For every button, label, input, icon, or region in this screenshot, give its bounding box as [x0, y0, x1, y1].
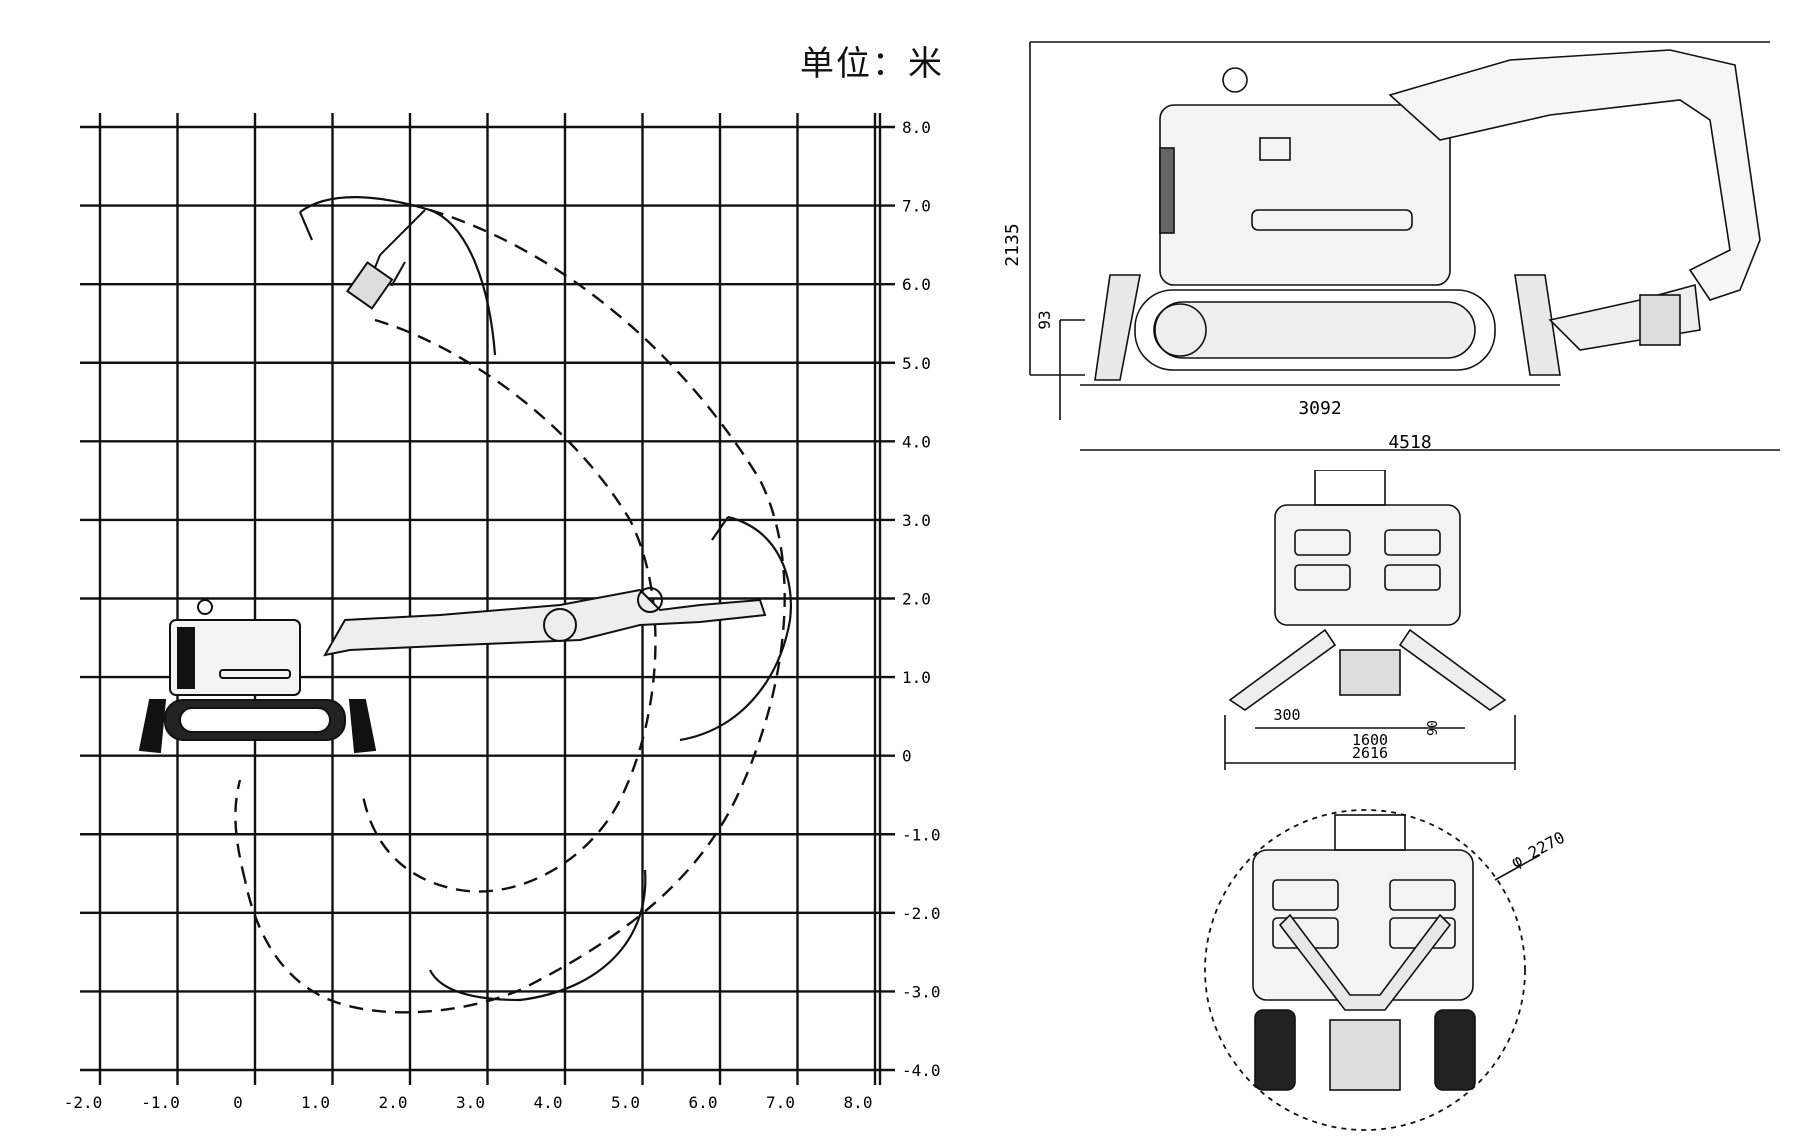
unit-label: 单位：米: [800, 44, 944, 84]
x-tick-label: 3.0: [456, 1093, 485, 1112]
y-tick-label: 1.0: [902, 668, 931, 687]
x-tick-label: 8.0: [844, 1093, 873, 1112]
y-tick-label: 4.0: [902, 432, 931, 451]
front-view: 300 1600 90 2616: [1224, 470, 1516, 770]
x-tick-label: 1.0: [301, 1093, 330, 1112]
x-tick-label: 7.0: [766, 1093, 795, 1112]
clearance-dim: 93: [1035, 310, 1054, 329]
outrigger-dim: 300: [1273, 706, 1300, 724]
chart-grid: [80, 113, 895, 1085]
y-tick-label: 8.0: [902, 118, 931, 137]
overall-length-dim: 4518: [1388, 432, 1431, 453]
outrigger-span-dim: 2616: [1352, 744, 1388, 762]
y-tick-labels: 8.0 7.0 6.0 5.0 4.0 3.0 2.0 1.0 0 -1.0 -2.0 -3.0 -4.…: [902, 118, 940, 1080]
x-tick-label: 2.0: [379, 1093, 408, 1112]
gap-dim: 90: [1426, 720, 1441, 736]
x-tick-labels: -2.0 -1.0 0 1.0 2.0 3.0 4.0 5.0 6.0 7.0 8.0: [64, 1093, 873, 1112]
track-length-dim: 3092: [1298, 398, 1341, 419]
x-tick-label: -1.0: [141, 1093, 180, 1112]
machine-silhouette: [138, 587, 767, 754]
y-tick-label: 3.0: [902, 511, 931, 530]
y-tick-label: -2.0: [902, 904, 940, 923]
raised-attachment: [345, 209, 426, 310]
reach-envelope-dashed: [234, 208, 786, 1014]
swing-diameter-dim: φ 2270: [1508, 828, 1568, 872]
y-tick-label: 2.0: [902, 590, 931, 609]
side-view: 2135 93 3092 4518: [1002, 41, 1780, 453]
x-tick-label: 0: [233, 1093, 243, 1112]
y-tick-label: 5.0: [902, 354, 931, 373]
x-tick-label: -2.0: [64, 1093, 103, 1112]
working-range-chart: -2.0 -1.0 0 1.0 2.0 3.0 4.0 5.0 6.0 7.0 8.0 8.0 7.0…: [64, 113, 940, 1112]
rear-view: φ 2270: [1204, 809, 1568, 1131]
y-tick-label: 6.0: [902, 275, 931, 294]
x-tick-label: 5.0: [611, 1093, 640, 1112]
y-tick-label: -1.0: [902, 825, 940, 844]
x-tick-label: 4.0: [534, 1093, 563, 1112]
y-tick-label: 7.0: [902, 197, 931, 216]
track-gauge-dim: 1600: [1352, 731, 1388, 749]
y-tick-label: 0: [902, 747, 912, 766]
y-tick-label: -4.0: [902, 1061, 940, 1080]
x-tick-label: 6.0: [689, 1093, 718, 1112]
y-tick-label: -3.0: [902, 982, 940, 1001]
height-dim: 2135: [1002, 223, 1023, 266]
